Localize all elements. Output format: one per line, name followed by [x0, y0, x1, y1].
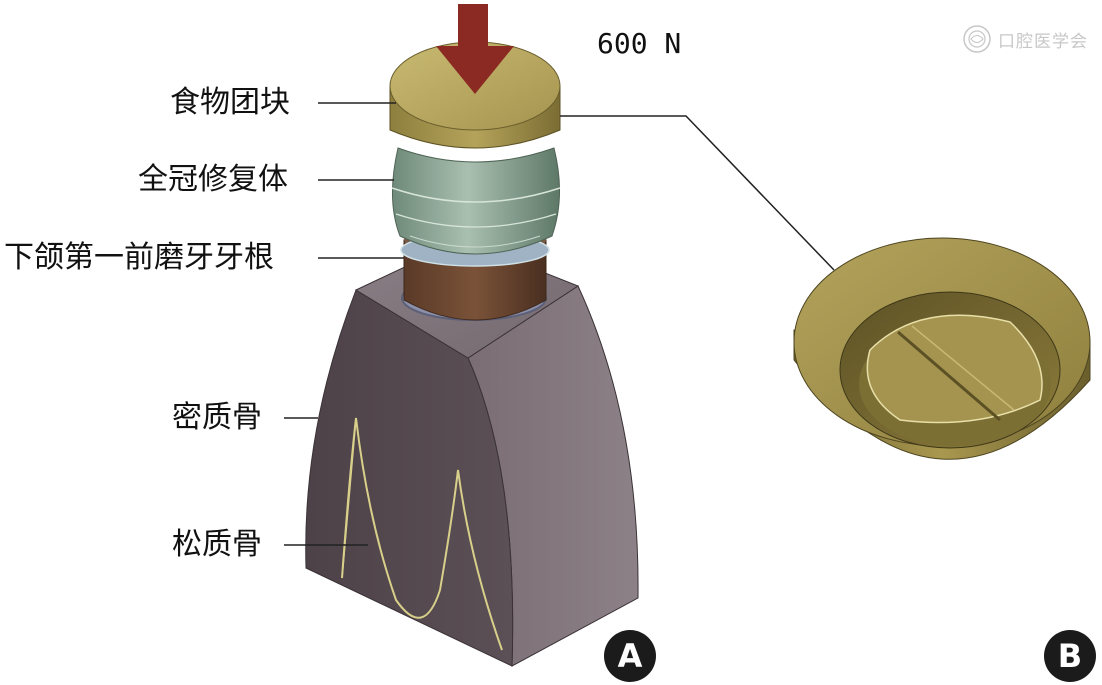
label-cortical-bone: 密质骨	[172, 400, 262, 435]
label-food-bolus: 食物团块	[170, 85, 290, 120]
watermark-text: 口腔医学会	[998, 31, 1088, 52]
leader-lines	[284, 102, 835, 546]
society-logo-icon	[963, 25, 991, 53]
label-full-crown: 全冠修复体	[138, 162, 288, 197]
label-root: 下颌第一前磨牙牙根	[4, 240, 274, 275]
panel-a-badge: A	[604, 630, 656, 682]
force-arrow	[436, 4, 514, 94]
label-cancellous-bone: 松质骨	[172, 527, 262, 562]
watermark: 口腔医学会	[962, 24, 1088, 54]
bolus-ring-detail	[793, 237, 1091, 460]
force-value-label: 600 N	[597, 27, 682, 60]
panel-b-badge: B	[1044, 630, 1096, 682]
crown	[391, 147, 561, 267]
